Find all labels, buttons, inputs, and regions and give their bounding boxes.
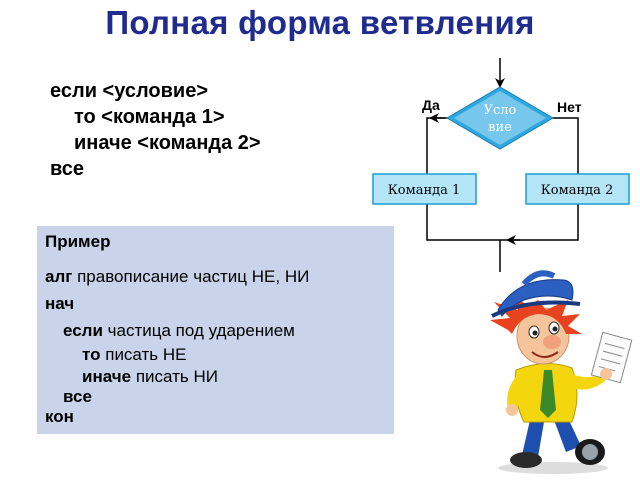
flow-line-yes — [426, 117, 449, 176]
example-alg-line: алг правописание частиц НЕ, НИ — [45, 267, 309, 287]
keyword-then: то — [82, 345, 101, 364]
if-condition: частица под ударением — [107, 321, 295, 340]
example-then-line: то писать НЕ — [82, 345, 187, 365]
example-heading: Пример — [45, 232, 111, 251]
keyword-if: если — [63, 321, 103, 340]
condition-diamond — [446, 86, 554, 150]
example-else-line: иначе писать НИ — [82, 367, 218, 387]
syntax-else: иначе <команда 2> — [74, 132, 261, 154]
page-title: Полная форма ветвления — [105, 4, 535, 41]
example-if-line: если частица под ударением — [63, 321, 295, 341]
flow-line-no — [552, 117, 579, 176]
no-label: Нет — [557, 99, 582, 115]
else-action: писать НИ — [135, 367, 218, 386]
command2-text: Команда 2 — [541, 183, 614, 198]
then-action: писать НЕ — [105, 345, 187, 364]
keyword-else: иначе — [82, 367, 132, 386]
branch-syntax: если <условие> то <команда 1> иначе <ком… — [50, 78, 261, 182]
syntax-endif: все — [50, 158, 85, 180]
keyword-end: кон — [45, 407, 74, 426]
keyword-begin: нач — [45, 294, 75, 313]
example-panel: Пример алг правописание частиц НЕ, НИ на… — [37, 226, 394, 434]
syntax-if: если <условие> — [50, 80, 209, 102]
command1-box — [372, 173, 477, 205]
command2-box — [525, 173, 630, 205]
alg-name: правописание частиц НЕ, НИ — [77, 267, 310, 286]
yes-label: Да — [422, 97, 440, 113]
syntax-then: то <команда 1> — [74, 106, 225, 128]
keyword-endif: все — [63, 387, 92, 406]
condition-text-2: вие — [488, 120, 512, 135]
flow-line-merge — [426, 204, 579, 241]
keyword-alg: алг — [45, 267, 73, 286]
command1-text: Команда 1 — [388, 183, 461, 198]
condition-text-1: Усло — [484, 103, 517, 118]
cartoon-boy-illustration — [490, 270, 633, 474]
